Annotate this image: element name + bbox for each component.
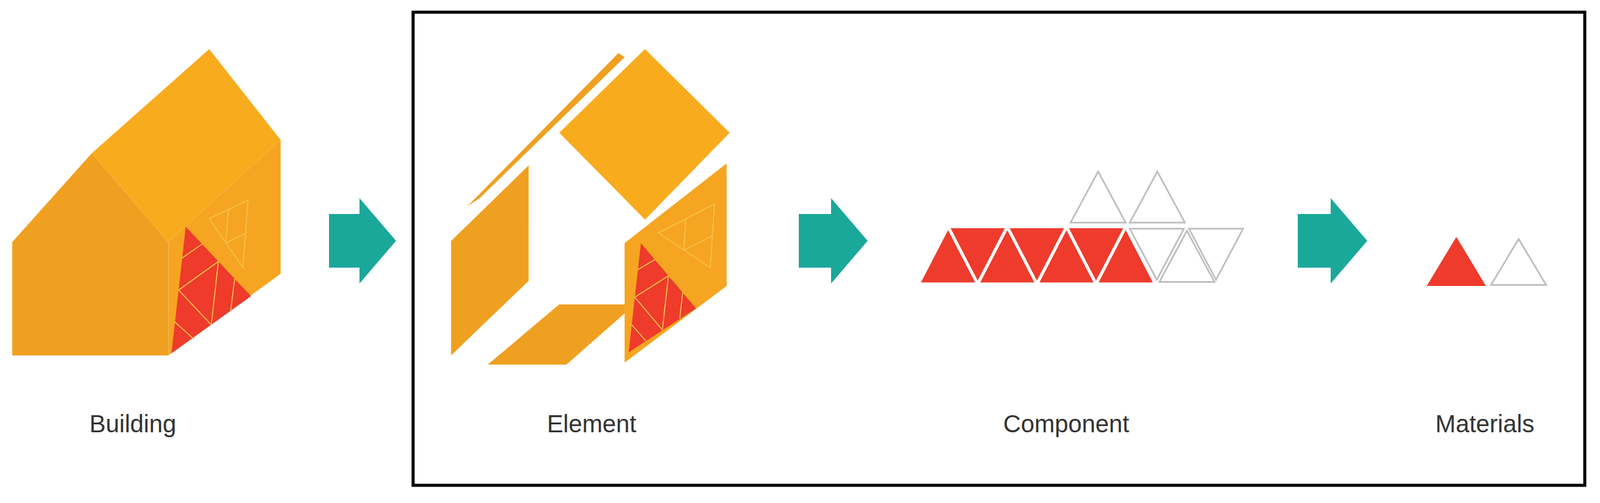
- flow-arrow: [1297, 198, 1368, 284]
- stage-node: Component: [867, 36, 1298, 464]
- flow-arrow: [329, 198, 397, 284]
- frame: [413, 12, 1585, 485]
- house-illustration: [12, 48, 281, 355]
- stage-node: Materials: [1367, 36, 1579, 464]
- triangle-components: [918, 171, 1244, 284]
- stage-caption: Component: [1003, 409, 1130, 438]
- stage-caption: Element: [547, 409, 637, 438]
- stage-caption: Materials: [1435, 409, 1535, 438]
- stage-node: Element: [396, 36, 799, 464]
- stage-caption: Building: [89, 409, 177, 438]
- material-triangles: [1426, 237, 1547, 286]
- stage-node: Building: [3, 36, 330, 464]
- exploded-house: [450, 48, 730, 365]
- flow-arrow: [798, 198, 868, 284]
